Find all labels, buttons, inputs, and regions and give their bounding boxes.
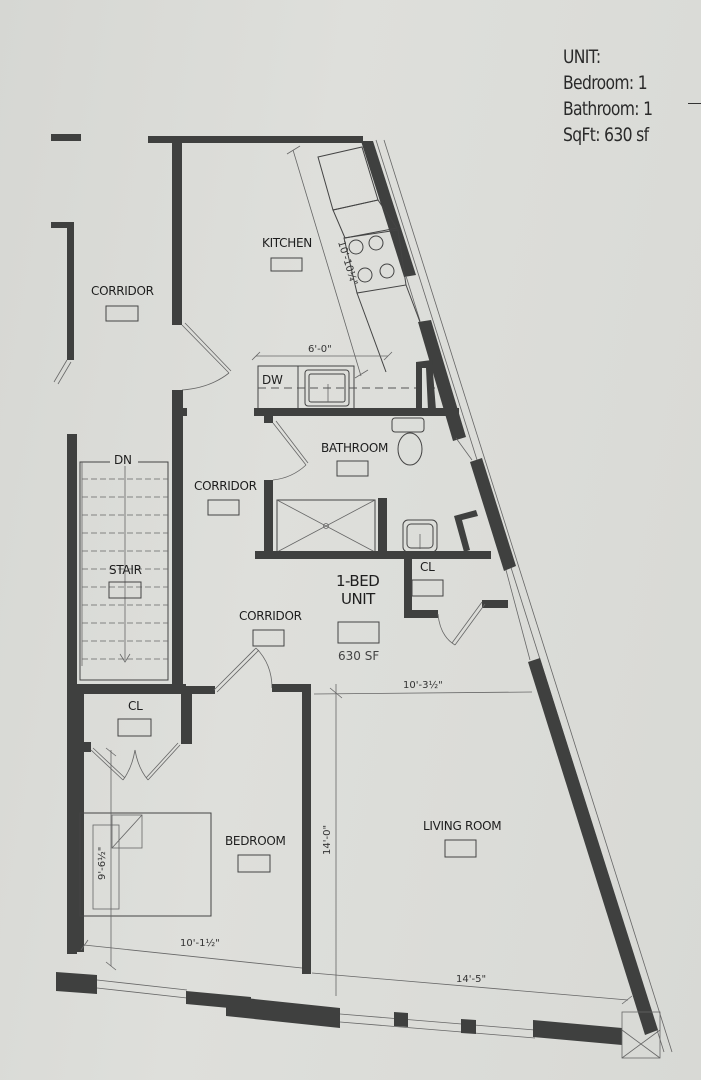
bed-icon	[79, 812, 212, 917]
stair-direction-label: DN	[114, 453, 132, 467]
closet-right-label: CL	[420, 560, 435, 574]
unit-summary-sqft: SqFt: 630 sf	[563, 124, 649, 146]
corridor-door-low	[184, 647, 311, 974]
bedroom-width-dim: 10'-1½"	[180, 937, 220, 949]
living-depth-dim: 14'-0"	[322, 825, 333, 855]
closet-right: CL	[404, 558, 508, 646]
living-width-top-dim: 10'-3½"	[403, 679, 443, 691]
unit-name-line2: UNIT	[341, 590, 376, 608]
stair-label: STAIR	[109, 563, 142, 577]
bathroom-label: BATHROOM	[321, 441, 388, 455]
living-width-bottom-dim: 14'-5"	[456, 974, 486, 985]
corridors: CORRIDOR CORRIDOR CORRIDOR	[91, 284, 302, 647]
closet-left-label: CL	[128, 699, 143, 713]
bedroom: CL 9'-6½" 10'-1½" BEDROOM	[76, 690, 303, 971]
bedroom-depth-dim: 9'-6½"	[96, 847, 108, 880]
corridor-door-top	[172, 322, 232, 685]
corridor-mid-label: CORRIDOR	[194, 479, 257, 493]
stair-treads	[82, 478, 168, 660]
unit-summary-bedroom: Bedroom: 1	[563, 72, 648, 94]
kitchen-label: KITCHEN	[262, 236, 312, 250]
corridor-top-label: CORRIDOR	[91, 284, 154, 298]
sheet-mark	[688, 103, 701, 104]
bedroom-label: BEDROOM	[225, 834, 286, 848]
unit-label: 1-BED UNIT 630 SF	[336, 572, 380, 663]
living-room-label: LIVING ROOM	[423, 819, 501, 833]
kitchen: 10'-10¼" 6'-0" DW KITCHEN	[251, 145, 459, 423]
unit-summary-title: UNIT:	[563, 46, 601, 68]
kitchen-tag	[270, 257, 303, 272]
south-wall	[56, 972, 661, 1059]
corridor-low-label: CORRIDOR	[239, 609, 302, 623]
kitchen-counter-dim: 6'-0"	[308, 344, 332, 355]
kitchen-length-dim: 10'-10¼"	[335, 239, 360, 287]
unit-summary: UNIT: Bedroom: 1 Bathroom: 1 SqFt: 630 s…	[563, 44, 653, 148]
bathroom: BATHROOM	[255, 417, 491, 559]
unit-area: 630 SF	[338, 649, 379, 663]
north-walls	[51, 134, 363, 385]
living-room: 10'-3½" 14'-0" 14'-5" LIVING ROOM	[311, 679, 633, 1005]
dishwasher-label: DW	[262, 373, 283, 387]
toilet-icon	[391, 417, 425, 433]
unit-summary-bathroom: Bathroom: 1	[563, 98, 653, 120]
stair: DN STAIR	[67, 434, 186, 954]
unit-name-line1: 1-BED	[336, 572, 379, 590]
